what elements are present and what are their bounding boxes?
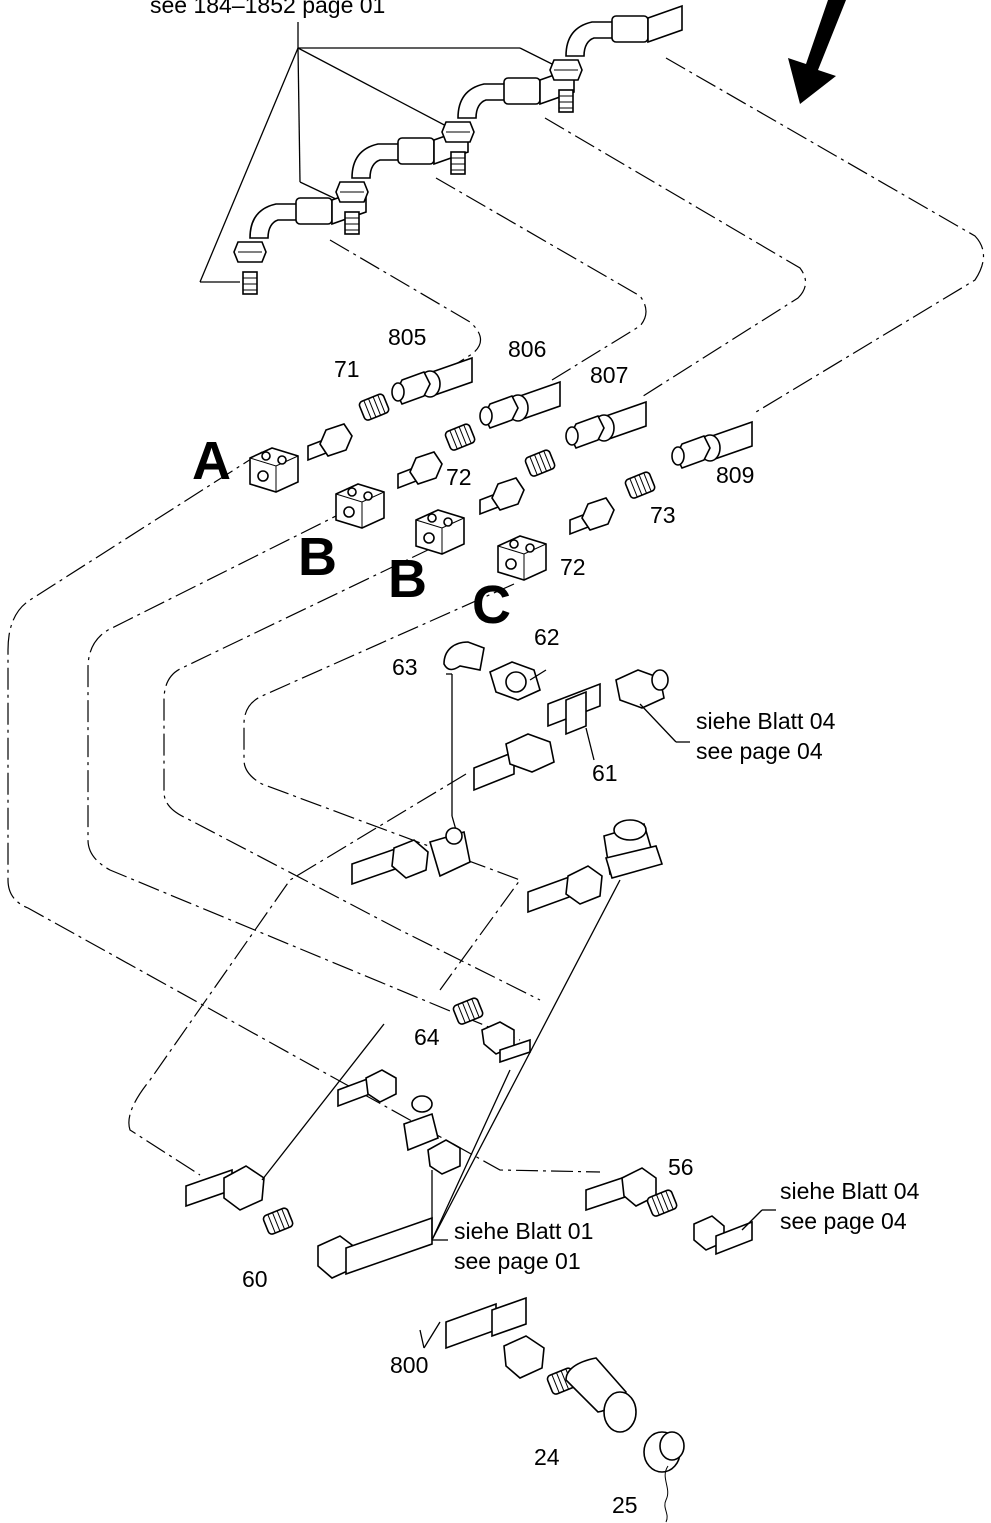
leader-lines-bottom <box>261 879 776 1349</box>
header-leader-lines <box>199 22 561 283</box>
reference-04-upper-line1: siehe Blatt 04 <box>696 708 836 734</box>
clamp-a <box>249 447 299 493</box>
reference-04-upper-line2: see page 04 <box>696 738 823 764</box>
elbow-fitting-2 <box>335 127 469 235</box>
connector-73 <box>623 470 657 501</box>
hose-routing-lines <box>7 57 985 1176</box>
part-label-56: 56 <box>668 1154 694 1180</box>
tee-assembly-61-62-63 <box>443 641 669 792</box>
connector-72b <box>523 448 557 479</box>
group-label-c: C <box>472 575 511 635</box>
reference-04-lower-line1: siehe Blatt 04 <box>780 1178 920 1204</box>
tee-fitting-right <box>527 819 664 914</box>
tube-nut-b1 <box>397 451 443 490</box>
part-label-72a: 72 <box>446 464 472 490</box>
reference-01-line1: siehe Blatt 01 <box>454 1218 594 1244</box>
tube-nut-a <box>307 423 353 462</box>
connector-72a <box>443 422 477 453</box>
part-label-805: 805 <box>388 324 427 350</box>
part-label-24: 24 <box>534 1444 560 1470</box>
connector-56-assembly <box>585 1167 753 1256</box>
part-label-62: 62 <box>534 624 560 650</box>
part-label-806: 806 <box>508 336 547 362</box>
connector-71 <box>357 392 391 423</box>
elbow-fitting-4 <box>549 5 683 113</box>
elbow-fitting-1 <box>233 187 367 295</box>
part-label-73: 73 <box>650 502 676 528</box>
clamp-c <box>497 535 547 581</box>
hose-assembly-800 <box>185 1165 545 1379</box>
group-label-b1: B <box>298 527 337 587</box>
clamp-b2 <box>415 509 465 555</box>
part-label-61: 61 <box>592 760 618 786</box>
hose-end-806 <box>479 381 561 429</box>
arrow-icon <box>788 0 846 104</box>
part-label-800: 800 <box>390 1352 429 1378</box>
dust-cap-25 <box>643 1431 685 1523</box>
quick-coupling-24 <box>545 1357 637 1433</box>
part-label-63: 63 <box>392 654 418 680</box>
group-label-b2: B <box>388 549 427 609</box>
tee-fitting-64 <box>351 827 531 1064</box>
part-label-60: 60 <box>242 1266 268 1292</box>
reference-04-lower-line2: see page 04 <box>780 1208 907 1234</box>
header-reference: see 184–1852 page 01 <box>150 0 386 18</box>
tube-nut-c <box>569 497 615 536</box>
part-label-25: 25 <box>612 1492 638 1518</box>
part-label-64: 64 <box>414 1024 440 1050</box>
part-label-71: 71 <box>334 356 360 382</box>
part-label-807: 807 <box>590 362 629 388</box>
part-label-72b: 72 <box>560 554 586 580</box>
part-label-809: 809 <box>716 462 755 488</box>
hose-end-805 <box>391 357 473 405</box>
hose-end-807 <box>565 401 647 449</box>
reference-01-line2: see page 01 <box>454 1248 581 1274</box>
clamp-b1 <box>335 483 385 529</box>
elbow-fitting-3 <box>441 67 575 175</box>
tube-nut-b2 <box>479 477 525 516</box>
tee-fitting-lower <box>337 1069 461 1175</box>
group-label-a: A <box>192 431 231 491</box>
